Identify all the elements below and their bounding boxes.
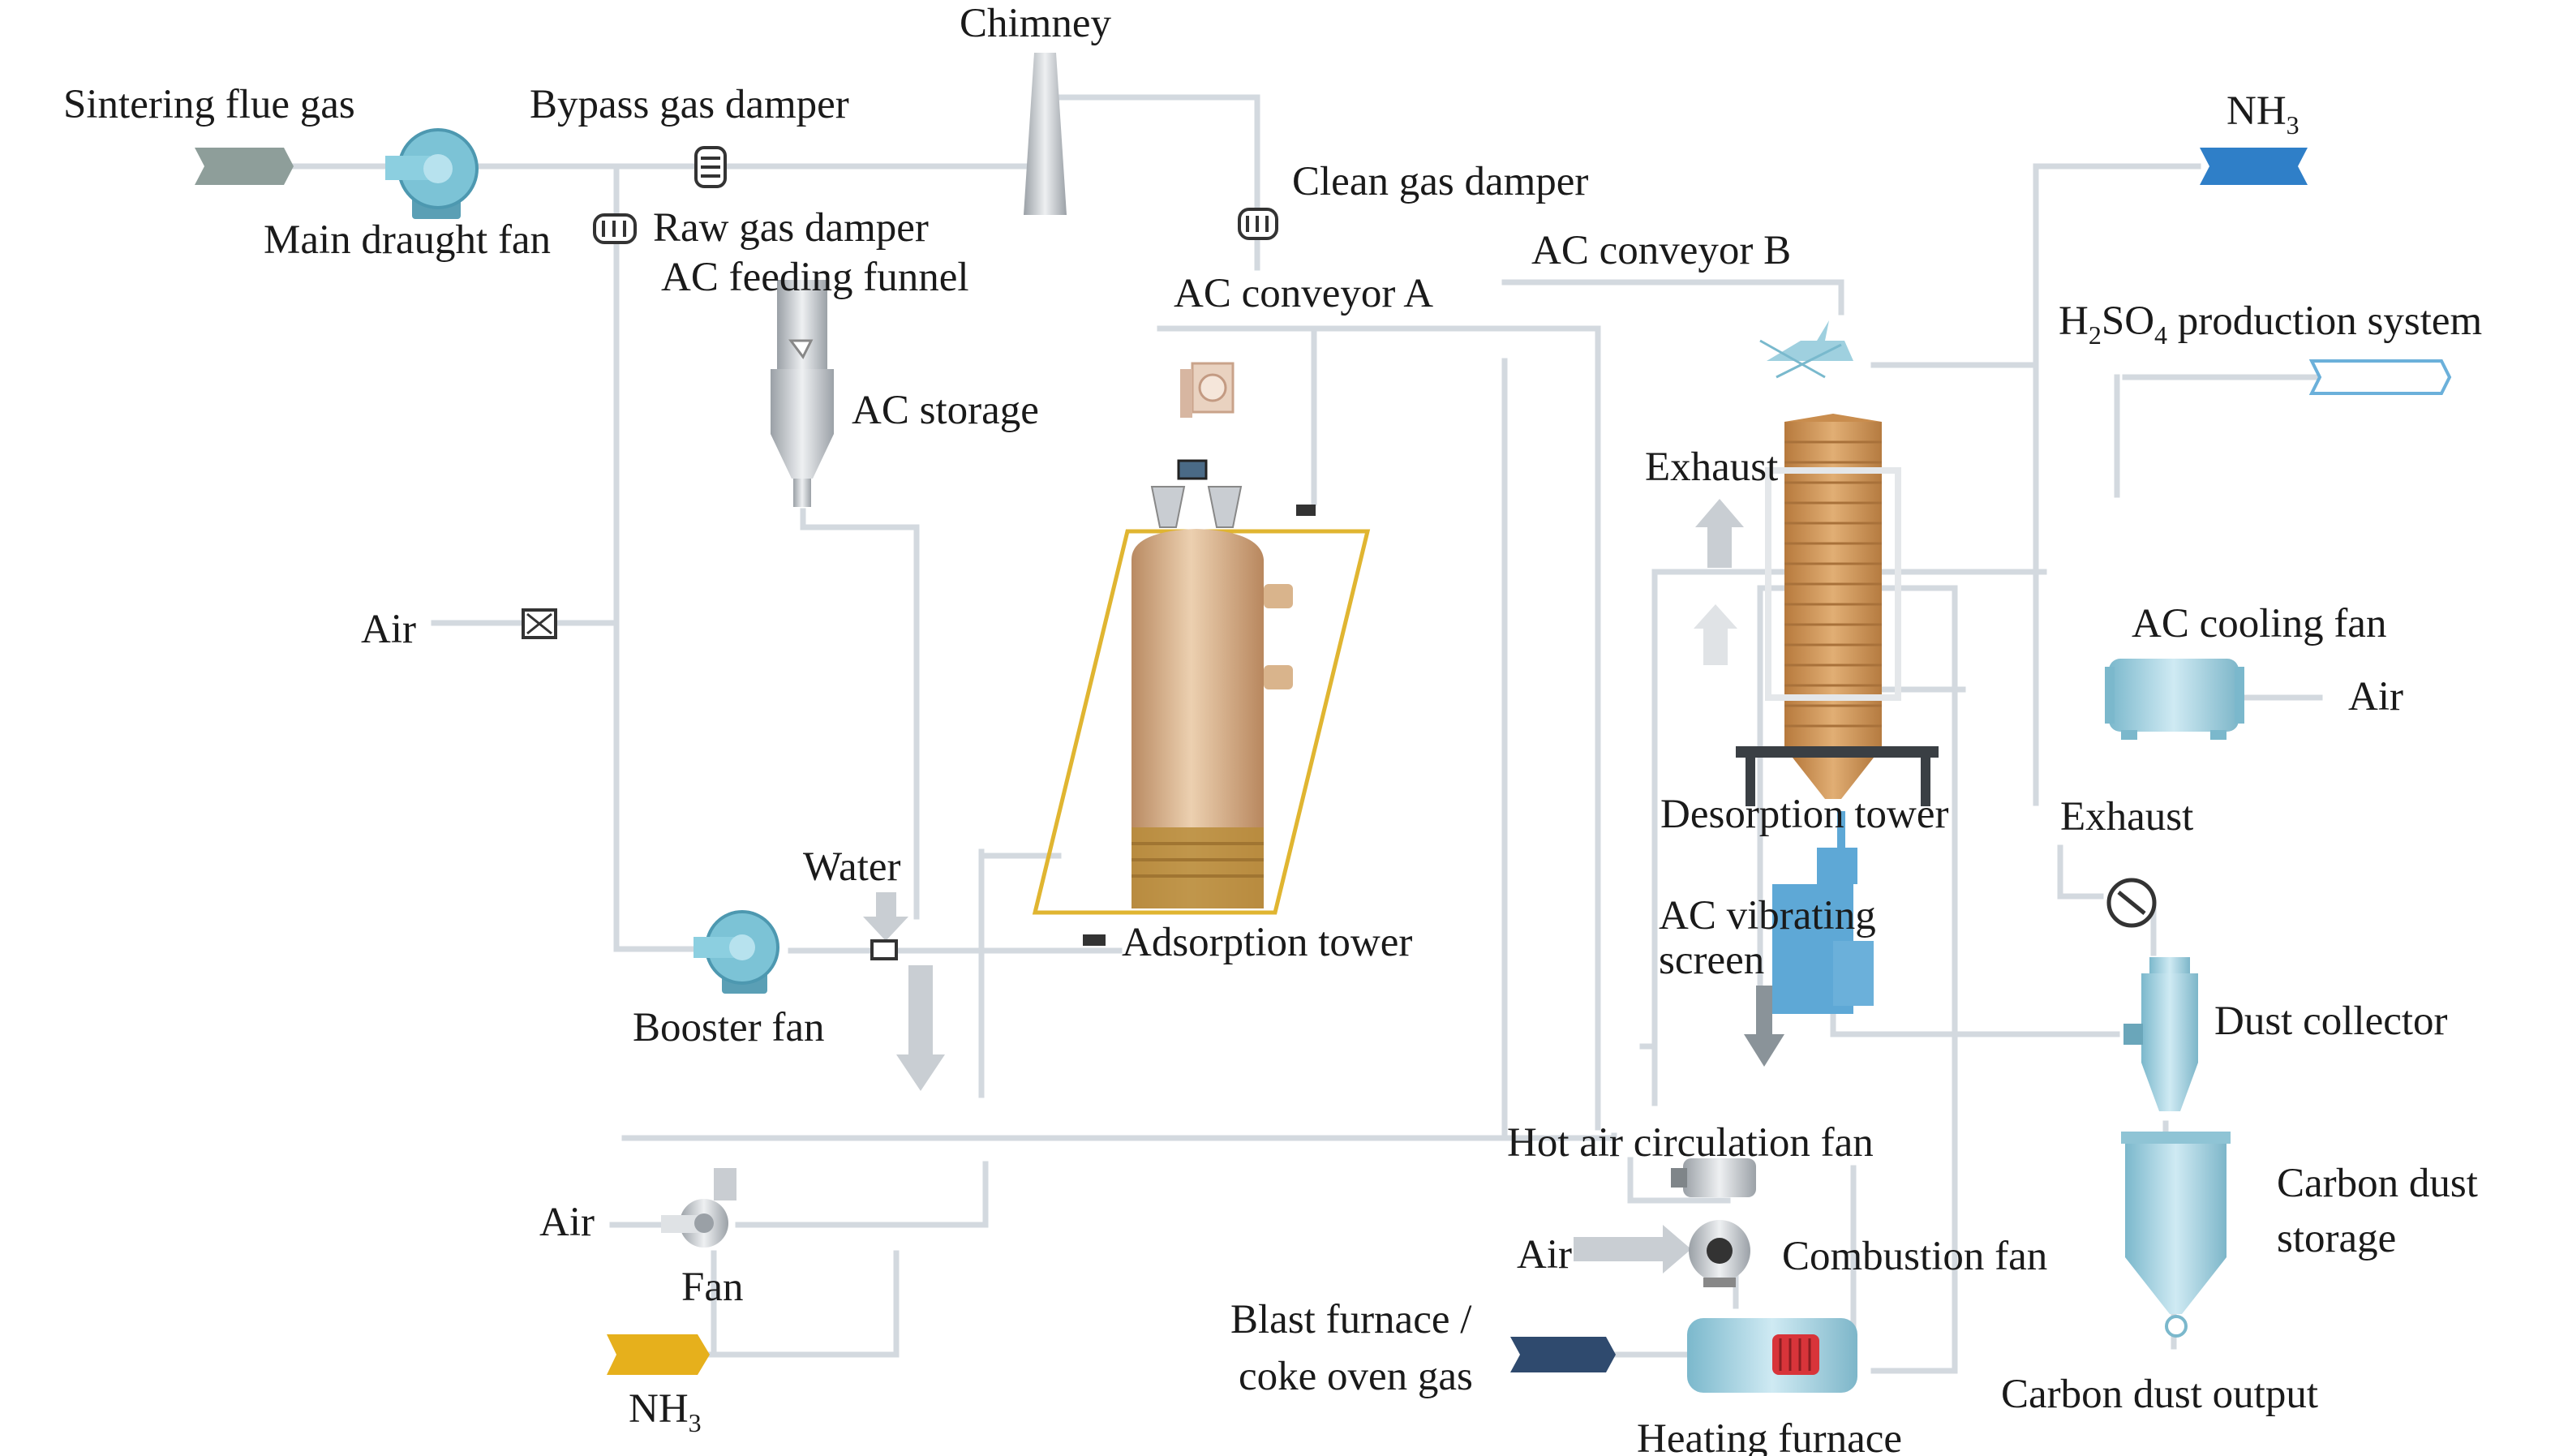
air-damper-icon: [522, 608, 557, 639]
label-ac-cooling-fan: AC cooling fan: [2132, 601, 2386, 646]
heating-furnace-icon: [1687, 1318, 1857, 1393]
label-coke-oven-gas: coke oven gas: [1239, 1354, 1473, 1399]
label-sintering-flue-gas: Sintering flue gas: [63, 82, 355, 127]
label-carbon-dust: Carbon dust: [2277, 1161, 2478, 1206]
label-nh3-top: NH3: [2226, 88, 2300, 140]
label-raw-gas-damper: Raw gas damper: [653, 205, 929, 251]
label-bypass-gas-damper: Bypass gas damper: [530, 82, 849, 127]
label-water: Water: [803, 844, 900, 890]
labels: Sintering flue gas Bypass gas damper Chi…: [63, 1, 2482, 1456]
sintering-flue-gas-inlet-icon: [195, 148, 294, 185]
dust-collector-icon: [2123, 957, 2198, 1111]
label-clean-gas-damper: Clean gas damper: [1292, 159, 1588, 204]
nh3-top-inlet-icon: [2200, 148, 2308, 185]
label-hot-air-circulation-fan: Hot air circulation fan: [1507, 1120, 1874, 1166]
carbon-dust-storage-icon: [2121, 1132, 2231, 1338]
label-screen: screen: [1659, 938, 1764, 983]
combustion-fan-icon: [1574, 1220, 1750, 1287]
label-chimney: Chimney: [960, 1, 1111, 46]
h2so4-outlet-icon: [2308, 359, 2452, 395]
chimney-icon: [1024, 53, 1067, 215]
desorption-tower-icon: [1736, 320, 1939, 806]
label-storage: storage: [2277, 1216, 2396, 1261]
nh3-bottom-inlet-icon: [607, 1334, 710, 1375]
conveyor-drive-icon: [1150, 362, 1316, 528]
raw-gas-damper-icon: [593, 213, 637, 244]
label-h2so4-production-system: H2SO4 production system: [2059, 299, 2482, 350]
label-combustion-fan: Combustion fan: [1782, 1234, 2047, 1279]
label-main-draught-fan: Main draught fan: [264, 217, 551, 263]
label-air-right: Air: [2348, 674, 2403, 719]
fan-bottom-icon: [661, 1168, 736, 1248]
exhaust-gauge-icon: [2106, 878, 2157, 928]
label-air-combustion: Air: [1517, 1232, 1572, 1278]
label-exhaust-lower: Exhaust: [2060, 794, 2193, 840]
bypass-gas-damper-icon: [694, 146, 727, 188]
water-injector-icon: [863, 892, 945, 1091]
adsorption-tower-icon: [1032, 529, 1371, 946]
blast-furnace-gas-inlet-icon: [1510, 1337, 1616, 1372]
label-booster-fan: Booster fan: [633, 1005, 825, 1050]
label-ac-vibrating: AC vibrating: [1659, 893, 1876, 938]
label-fan: Fan: [681, 1265, 744, 1310]
label-air-fan: Air: [539, 1200, 595, 1245]
label-air-left: Air: [361, 607, 416, 652]
ac-vibrating-screen-icon: [1744, 811, 1874, 1067]
label-exhaust-upper: Exhaust: [1645, 445, 1778, 490]
label-nh3-bottom: NH3: [629, 1386, 702, 1437]
clean-gas-damper-icon: [1238, 208, 1278, 240]
label-adsorption-tower: Adsorption tower: [1122, 920, 1412, 965]
label-blast-furnace: Blast furnace /: [1230, 1297, 1472, 1342]
label-heating-furnace: Heating furnace: [1637, 1416, 1902, 1456]
label-ac-conveyor-b: AC conveyor B: [1531, 228, 1791, 273]
label-dust-collector: Dust collector: [2214, 999, 2448, 1044]
label-ac-storage: AC storage: [852, 388, 1039, 433]
exhaust-upper-arrows-icon: [1694, 499, 1744, 665]
main-draught-fan-icon: [385, 128, 479, 219]
label-desorption-tower: Desorption tower: [1660, 792, 1949, 837]
ac-cooling-fan-icon: [2105, 659, 2244, 740]
ac-storage-silo-icon: [771, 280, 834, 507]
label-ac-feeding-funnel: AC feeding funnel: [661, 255, 969, 300]
hot-air-circulation-fan-icon: [1671, 1158, 1756, 1197]
booster-fan-icon: [694, 910, 779, 994]
label-ac-conveyor-a: AC conveyor A: [1174, 271, 1433, 316]
pipe-network: [289, 94, 2323, 1374]
label-carbon-dust-output: Carbon dust output: [2001, 1372, 2318, 1417]
